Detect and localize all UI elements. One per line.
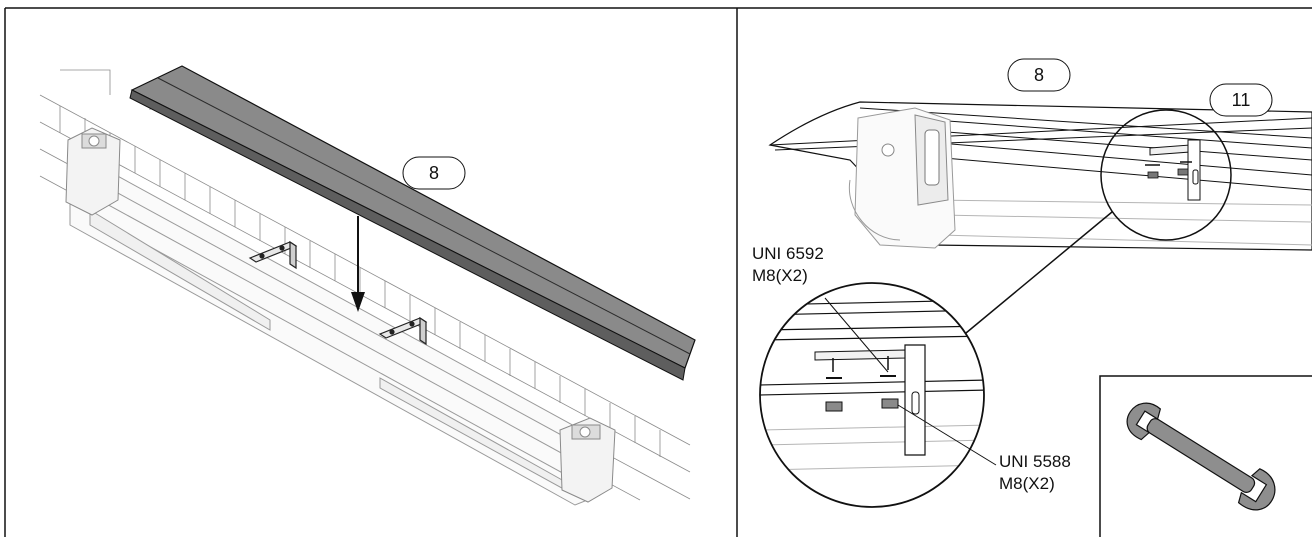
right-panel: 8 11 UNI 6592 M8(X2) UNI 5588 M8(X2) xyxy=(752,58,1312,537)
callout-number: 11 xyxy=(1232,90,1251,110)
callout-cover-right: 8 xyxy=(1007,58,1071,92)
screw-leader-line xyxy=(824,297,889,373)
cassette-body xyxy=(69,149,601,506)
cassette-side-view xyxy=(768,101,1312,251)
nut-label: UNI 5588 M8(X2) xyxy=(999,452,1071,493)
mounting-bracket-1 xyxy=(248,240,298,270)
callout-number: 8 xyxy=(1034,65,1044,85)
left-panel: 8 xyxy=(39,65,696,506)
cover-profile xyxy=(129,65,696,381)
nut-leader-line xyxy=(897,404,997,466)
nut-quantity: M8(X2) xyxy=(999,474,1055,493)
end-cap-right xyxy=(559,417,616,503)
callout-cover-left: 8 xyxy=(402,156,466,190)
mounting-bracket-2 xyxy=(378,316,428,346)
callout-bracket: 11 xyxy=(1209,83,1273,117)
wrench-icon xyxy=(1126,402,1276,511)
screw-quantity: M8(X2) xyxy=(752,266,808,285)
nut-spec: UNI 5588 xyxy=(999,452,1071,471)
screw-spec: UNI 6592 xyxy=(752,244,824,263)
insertion-arrow xyxy=(351,216,365,312)
detail-circle-small xyxy=(1100,109,1232,241)
brick-wall xyxy=(39,69,691,501)
screw-label: UNI 6592 M8(X2) xyxy=(752,244,824,285)
end-cap-left xyxy=(65,127,121,216)
callout-number: 8 xyxy=(429,163,439,183)
panel-frames xyxy=(4,7,1312,537)
detail-leader-line xyxy=(965,211,1113,334)
tool-box xyxy=(1099,375,1312,537)
detail-circle-large xyxy=(759,282,985,508)
